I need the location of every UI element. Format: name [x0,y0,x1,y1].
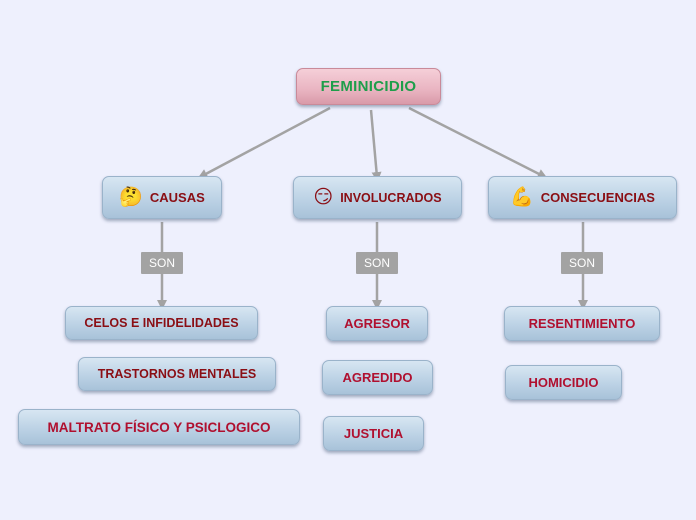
leaf-label: AGREDIDO [342,370,413,385]
leaf-label: JUSTICIA [343,426,404,441]
root-node[interactable]: FEMINICIDIO [296,68,441,105]
category-involucrados[interactable]: 😏 INVOLUCRADOS [293,176,462,219]
leaf-label: HOMICIDIO [528,375,599,390]
leaf-label: MALTRATO FÍSICO Y PSICLOGICO [47,419,271,435]
leaf-agredido[interactable]: AGREDIDO [322,360,433,395]
root-label: FEMINICIDIO [320,78,417,95]
connector-label-consecuencias: SON [561,252,603,274]
category-label: INVOLUCRADOS [340,190,442,205]
link-root-consecuencias [408,106,548,179]
link-root-causas [197,106,331,179]
leaf-label: CELOS E INFIDELIDADES [84,316,239,330]
connector-label-causas: SON [141,252,183,274]
leaf-justicia[interactable]: JUSTICIA [323,416,424,451]
category-label: CONSECUENCIAS [540,190,655,205]
flexed-biceps-icon: 💪 [510,187,534,208]
leaf-resentimiento[interactable]: RESENTIMIENTO [504,306,660,341]
link-root-involucrados [369,109,382,182]
leaf-trastornos-mentales[interactable]: TRASTORNOS MENTALES [78,357,276,391]
category-consecuencias[interactable]: 💪 CONSECUENCIAS [488,176,677,219]
category-label: CAUSAS [149,190,205,205]
leaf-maltrato-fisico-y-psicologico[interactable]: MALTRATO FÍSICO Y PSICLOGICO [18,409,300,445]
leaf-agresor[interactable]: AGRESOR [326,306,428,341]
leaf-celos-e-infidelidades[interactable]: CELOS E INFIDELIDADES [65,306,258,340]
connector-label-involucrados: SON [356,252,398,274]
smirking-face-icon: 😏 [313,187,334,208]
leaf-label: TRASTORNOS MENTALES [97,367,257,381]
leaf-label: RESENTIMIENTO [528,316,636,331]
category-causas[interactable]: 🤔 CAUSAS [102,176,222,219]
thinking-face-icon: 🤔 [119,187,143,208]
leaf-homicidio[interactable]: HOMICIDIO [505,365,622,400]
leaf-label: AGRESOR [344,316,410,331]
